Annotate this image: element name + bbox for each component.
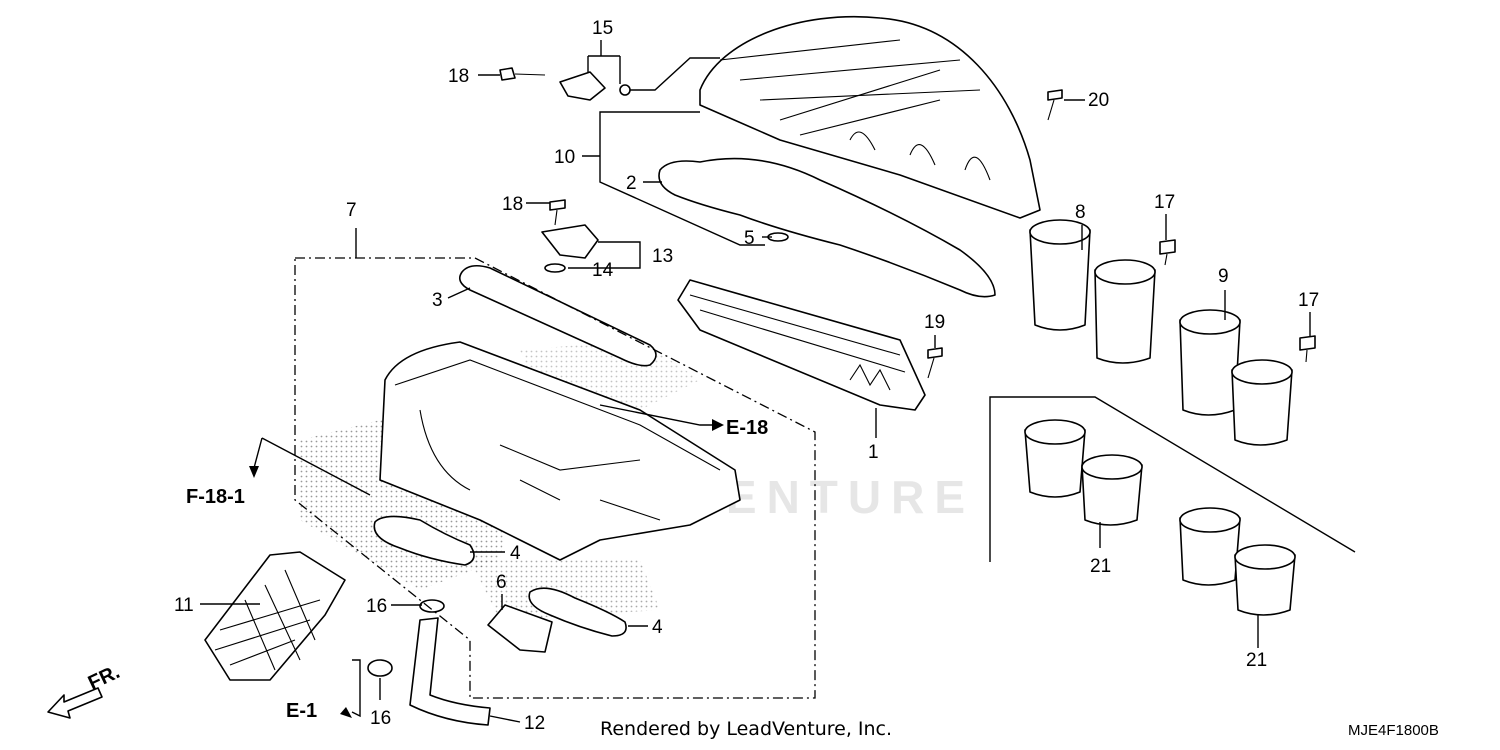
callout-16-lower[interactable]: 16 <box>370 708 391 729</box>
air-cleaner-cover[interactable] <box>699 15 1041 219</box>
screw-20[interactable] <box>1047 89 1063 121</box>
bolt-17-lower[interactable] <box>1299 335 1316 363</box>
callout-9[interactable]: 9 <box>1218 266 1229 287</box>
ref-e18[interactable]: E-18 <box>726 417 768 439</box>
callout-13[interactable]: 13 <box>652 246 673 267</box>
callout-11[interactable]: 11 <box>174 595 194 616</box>
funnel-9[interactable] <box>1179 309 1293 446</box>
front-marker-label: FR. <box>85 661 123 695</box>
screw-19[interactable] <box>927 347 943 379</box>
callout-6[interactable]: 6 <box>496 572 507 593</box>
callout-10[interactable]: 10 <box>554 147 575 168</box>
callout-17-lower[interactable]: 17 <box>1298 290 1319 311</box>
callout-4-lower[interactable]: 4 <box>652 617 663 638</box>
callout-21-lower[interactable]: 21 <box>1246 650 1267 671</box>
intake-duct[interactable] <box>204 551 346 681</box>
sensor[interactable] <box>541 224 599 259</box>
credit-text: Rendered by LeadVenture, Inc. <box>600 718 893 740</box>
ref-e1[interactable]: E-1 <box>286 700 317 722</box>
callout-5[interactable]: 5 <box>744 228 755 249</box>
callout-21-upper[interactable]: 21 <box>1090 556 1111 577</box>
arrow-e1 <box>340 707 352 718</box>
callout-8[interactable]: 8 <box>1075 202 1086 223</box>
callout-4-upper[interactable]: 4 <box>510 543 521 564</box>
shading-lower <box>470 560 660 620</box>
funnel-21-lower[interactable] <box>1179 507 1296 616</box>
funnel-21-upper[interactable] <box>1024 419 1143 526</box>
screw-18-lower[interactable] <box>549 199 566 226</box>
seal-ring-upper[interactable] <box>373 515 475 566</box>
assembly-boundary <box>294 257 816 699</box>
drain-tube[interactable] <box>409 617 491 726</box>
arrow-f181 <box>249 466 259 478</box>
callout-2[interactable]: 2 <box>626 173 637 194</box>
air-filter-element[interactable] <box>677 279 926 411</box>
funnel-8[interactable] <box>1029 219 1156 364</box>
callout-17-upper[interactable]: 17 <box>1154 192 1175 213</box>
ref-f181[interactable]: F-18-1 <box>186 486 245 508</box>
screw-18-upper[interactable] <box>499 67 546 81</box>
o-ring[interactable] <box>544 263 566 273</box>
group-bracket-21 <box>989 396 1356 562</box>
callout-7[interactable]: 7 <box>346 200 357 221</box>
callout-3[interactable]: 3 <box>432 290 443 311</box>
callout-16-upper[interactable]: 16 <box>366 596 387 617</box>
front-arrow <box>47 687 103 719</box>
callout-1[interactable]: 1 <box>868 442 879 463</box>
callout-20[interactable]: 20 <box>1088 90 1109 111</box>
callout-19[interactable]: 19 <box>924 312 945 333</box>
clamp-upper[interactable] <box>419 599 445 613</box>
seal-ring-lower[interactable] <box>528 587 627 637</box>
clamp-lower[interactable] <box>367 659 393 677</box>
callout-12[interactable]: 12 <box>524 713 545 734</box>
bolt-17-upper[interactable] <box>1159 239 1176 266</box>
housing-gasket[interactable] <box>459 264 657 367</box>
leader-lines <box>200 40 1311 723</box>
arrow-e18 <box>712 419 724 431</box>
cover-gasket[interactable] <box>658 157 996 298</box>
callout-18-upper[interactable]: 18 <box>448 66 469 87</box>
callout-14[interactable]: 14 <box>592 260 614 281</box>
air-cleaner-housing[interactable] <box>379 341 741 561</box>
diagram-code: MJE4F1800B <box>1348 722 1439 739</box>
callout-18-lower[interactable]: 18 <box>502 194 523 215</box>
callout-15[interactable]: 15 <box>592 18 613 39</box>
